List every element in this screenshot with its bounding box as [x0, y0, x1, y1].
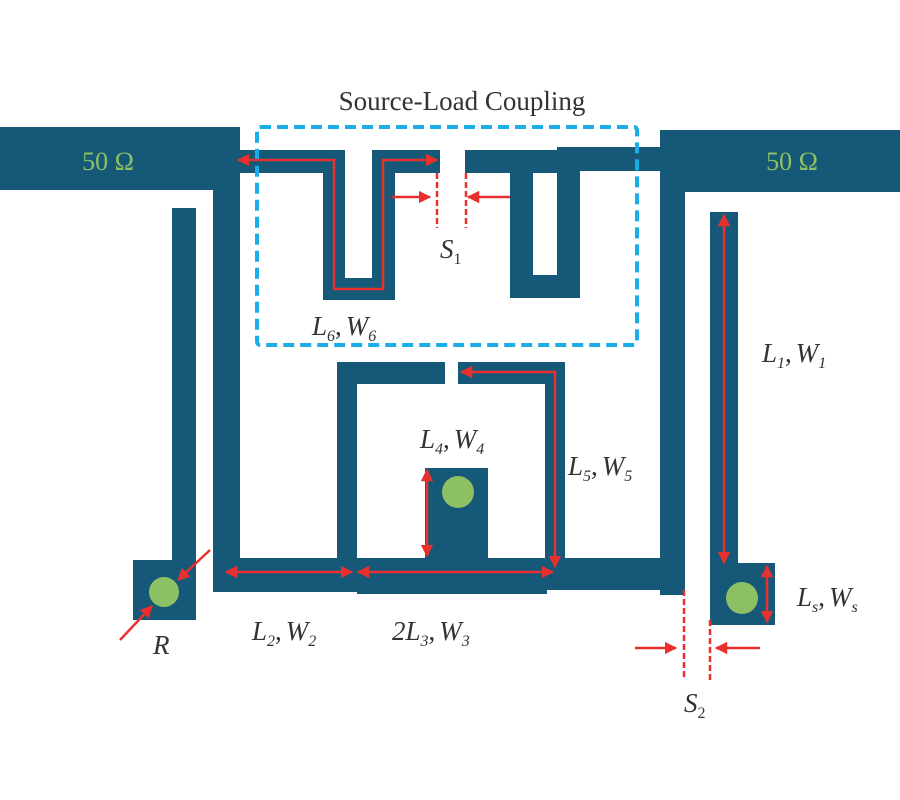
resonator-top-left	[337, 362, 445, 384]
label-l6-w6: L6,W6	[311, 311, 376, 345]
left-feed-vertical	[213, 127, 240, 592]
label-l5-w5: L5,W5	[567, 451, 632, 485]
label-l2-w2: L2,W2	[251, 616, 316, 650]
microstrip-traces	[0, 127, 900, 625]
right-port-label: 50 Ω	[766, 147, 818, 176]
left-port-label: 50 Ω	[82, 147, 134, 176]
left-port-feed	[0, 127, 240, 190]
parameter-labels: L6,W6 S1 L1,W1 L4,W4 L5,W5 L2,W2 2L3,W3 …	[152, 234, 858, 722]
right-coupling-down	[510, 150, 533, 298]
label-l1-w1: L1,W1	[761, 338, 826, 372]
right-coupling-up	[557, 150, 580, 298]
label-ls-ws: Ls,Ws	[796, 582, 858, 616]
resonator-bottom-wide	[357, 570, 547, 594]
l5-dimension-arrow	[459, 365, 562, 569]
label-s1: S1	[440, 234, 462, 268]
label-2l3-w3: 2L3,W3	[392, 616, 470, 650]
resonator-left-arm	[337, 362, 357, 592]
via-right	[726, 582, 758, 614]
right-port-feed	[660, 130, 900, 192]
label-l4-w4: L4,W4	[419, 424, 484, 458]
via-left	[149, 577, 179, 607]
dimension-markers	[119, 153, 774, 680]
right-coupling-top	[557, 147, 662, 171]
via-center	[442, 476, 474, 508]
left-bottom-horizontal	[213, 558, 357, 592]
r-arrow-in	[177, 549, 211, 581]
coupling-title: Source-Load Coupling	[339, 86, 586, 116]
r-arrow-out	[119, 605, 153, 641]
right-feed-vertical	[660, 130, 685, 595]
label-r: R	[152, 630, 170, 660]
label-s2: S2	[684, 688, 706, 722]
l6-dimension-arrow	[236, 153, 439, 291]
left-stub	[172, 208, 196, 620]
right-coupling-bottom	[510, 275, 558, 298]
coupling-region-box	[255, 125, 639, 347]
